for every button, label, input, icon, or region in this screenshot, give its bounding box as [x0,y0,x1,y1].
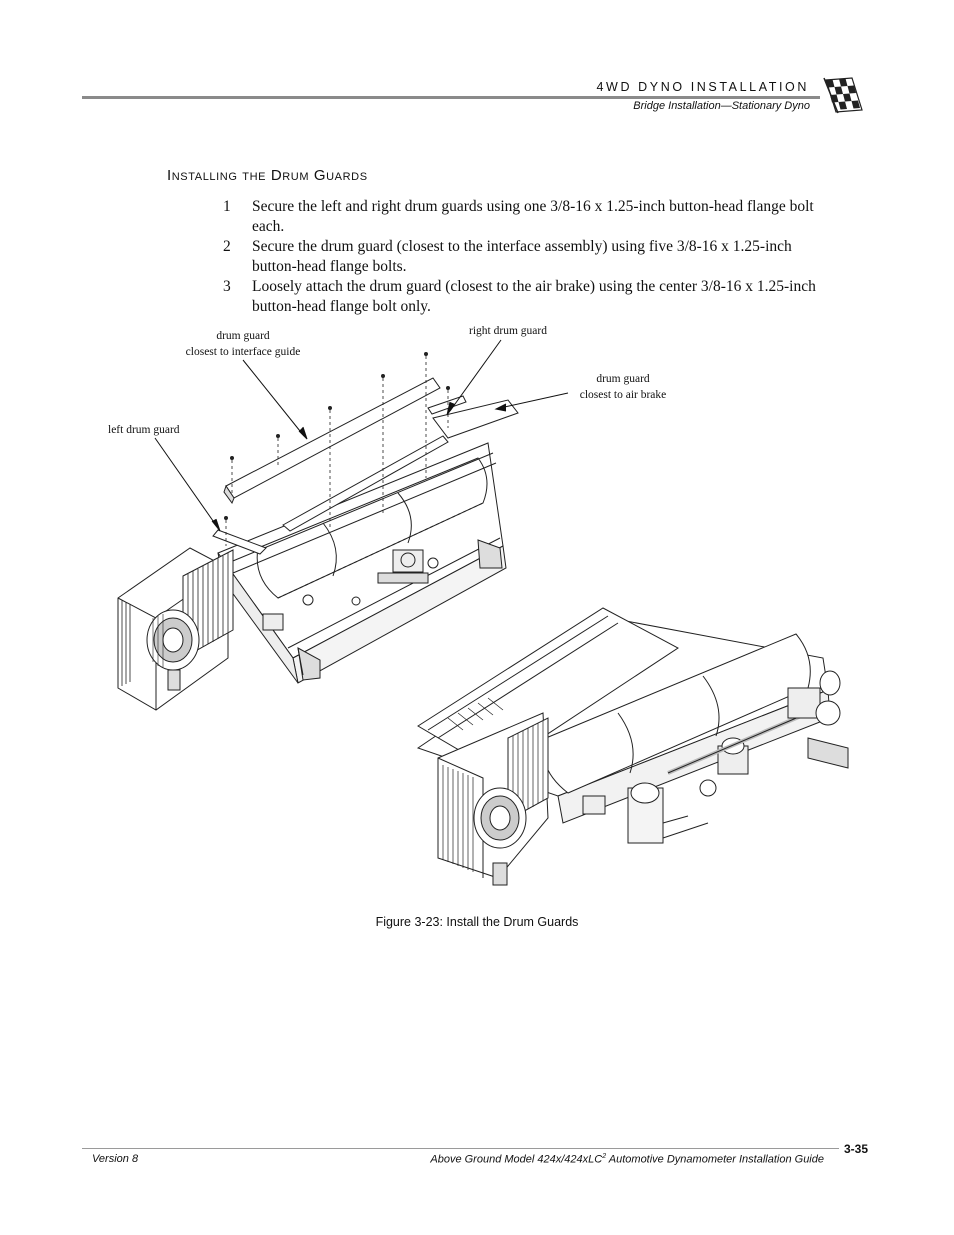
callout-interface-guide-line2: closest to interface guide [185,346,301,358]
callout-air-brake-line2: closest to air brake [579,389,667,401]
footer-guide-suffix: Automotive Dynamometer Installation Guid… [606,1153,824,1166]
callout-air-brake-line1: drum guard [596,373,650,385]
drum-guard-illustration: drum guard closest to interface guide ri… [108,325,849,886]
footer-version: Version 8 [92,1153,139,1165]
step-item: 2 Secure the drum guard (closest to the … [223,237,823,277]
callout-left-drum-guard: left drum guard [108,424,180,436]
footer-guide-prefix: Above Ground Model 424x/424xLC [430,1153,603,1166]
step-number: 3 [223,278,231,295]
figure-caption: Figure 3-23: Install the Drum Guards [375,915,579,929]
footer-page-number: 3-35 [844,1142,869,1156]
callout-interface-guide-line1: drum guard [216,330,270,342]
step-text: Secure the drum guard (closest to the in… [252,238,792,275]
step-item: 1 Secure the left and right drum guards … [223,197,823,237]
step-text: Secure the left and right drum guards us… [252,198,814,235]
footer-guide-title: Above Ground Model 424x/424xLC2 Automoti… [430,1153,824,1166]
header-subtitle: Bridge Installation—Stationary Dyno [633,100,810,112]
step-item: 3 Loosely attach the drum guard (closest… [223,277,823,317]
header-rule [82,96,820,99]
step-text: Loosely attach the drum guard (closest t… [252,278,816,315]
step-number: 1 [223,198,231,215]
checkered-flag-icon [823,77,863,114]
exploded-dyno-assembly [117,352,519,711]
section-title: Installing the Drum Guards [167,167,368,184]
assembled-dyno [416,607,849,886]
header-title: 4WD DYNO INSTALLATION [596,80,809,94]
steps-list: 1 Secure the left and right drum guards … [223,197,823,317]
step-number: 2 [223,238,231,255]
footer-rule [82,1148,839,1149]
footer-guide-superscript: 2 [602,1153,607,1160]
callout-right-drum-guard: right drum guard [469,325,547,337]
